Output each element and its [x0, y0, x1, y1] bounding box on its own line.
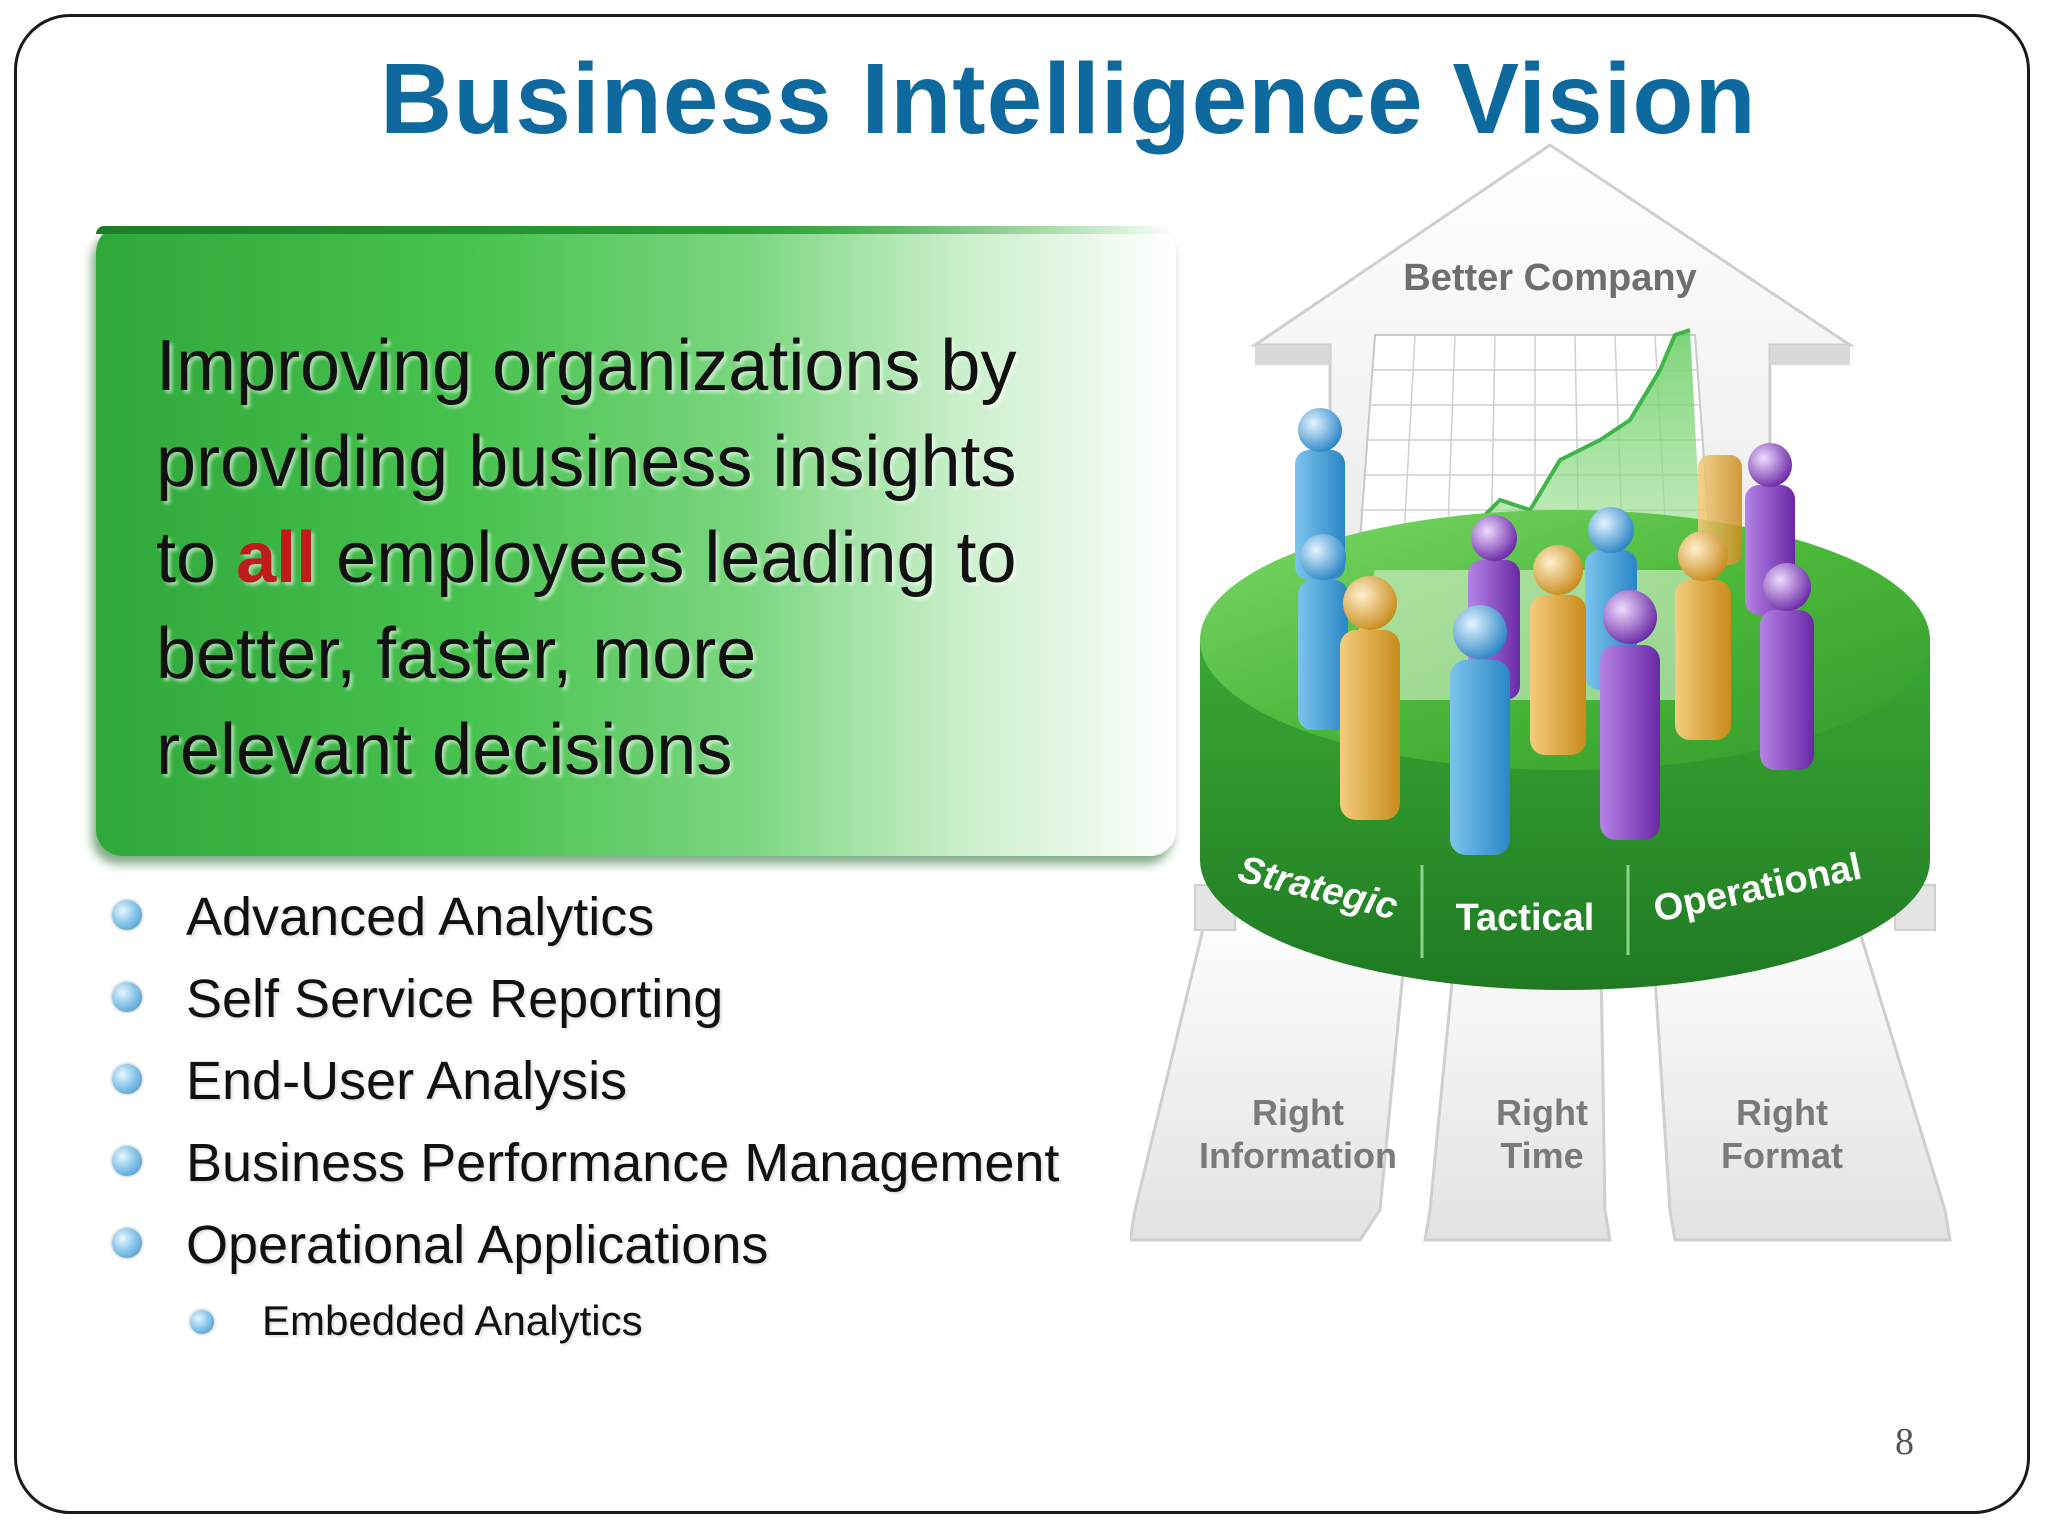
right-information-line1: Right — [1252, 1092, 1344, 1133]
vision-statement: Improving organizations by providing bus… — [156, 318, 1166, 798]
right-time-line1: Right — [1496, 1092, 1588, 1133]
bullet-label: Self Service Reporting — [186, 969, 724, 1029]
vision-line-1: Improving organizations by — [156, 326, 1017, 406]
person-icon — [1450, 605, 1510, 855]
vision-line-2: providing business insights — [156, 422, 1017, 502]
people-group — [1295, 408, 1814, 855]
bullet-item: Self Service Reporting — [110, 958, 1170, 1040]
right-information-line2: Information — [1199, 1135, 1397, 1176]
bullet-dot-icon — [112, 900, 142, 930]
bi-vision-diagram: Better Company Right Information Right T… — [1130, 143, 1952, 1242]
bullet-label: Embedded Analytics — [262, 1297, 643, 1344]
bullet-list: Advanced Analytics Self Service Reportin… — [110, 876, 1170, 1356]
bullet-dot-icon — [190, 1310, 214, 1334]
bullet-item: Advanced Analytics — [110, 876, 1170, 958]
bullet-item: End-User Analysis — [110, 1040, 1170, 1122]
page-number: 8 — [1895, 1421, 1914, 1463]
bullet-label: Business Performance Management — [186, 1133, 1060, 1193]
vision-line-3b: employees leading to — [316, 518, 1017, 598]
person-icon — [1530, 545, 1586, 755]
sub-bullet-item: Embedded Analytics — [110, 1286, 1170, 1356]
vision-line-4: better, faster, more — [156, 614, 757, 694]
right-time-line2: Time — [1500, 1135, 1583, 1176]
bullet-dot-icon — [112, 982, 142, 1012]
right-format-line2: Format — [1721, 1135, 1843, 1176]
vision-emphasis: all — [236, 518, 317, 598]
person-icon — [1340, 576, 1400, 820]
bullet-label: Advanced Analytics — [186, 887, 655, 947]
bullet-dot-icon — [112, 1064, 142, 1094]
person-icon — [1675, 531, 1731, 740]
bullet-dot-icon — [112, 1228, 142, 1258]
bullet-item: Business Performance Management — [110, 1122, 1170, 1204]
platform-label-tactical: Tactical — [1456, 897, 1595, 939]
better-company-label: Better Company — [1403, 257, 1697, 299]
vision-line-3a: to — [156, 518, 237, 598]
vision-callout-box: Improving organizations by providing bus… — [96, 226, 1176, 856]
bullet-label: End-User Analysis — [186, 1051, 628, 1111]
slide-title: Business Intelligence Vision — [380, 43, 1757, 155]
person-icon — [1600, 590, 1660, 840]
vision-line-5: relevant decisions — [156, 710, 733, 790]
bullet-item: Operational Applications — [110, 1204, 1170, 1286]
person-icon — [1298, 534, 1348, 730]
right-format-line1: Right — [1736, 1092, 1828, 1133]
bullet-dot-icon — [112, 1146, 142, 1176]
person-icon — [1760, 563, 1814, 770]
bullet-label: Operational Applications — [186, 1215, 769, 1275]
